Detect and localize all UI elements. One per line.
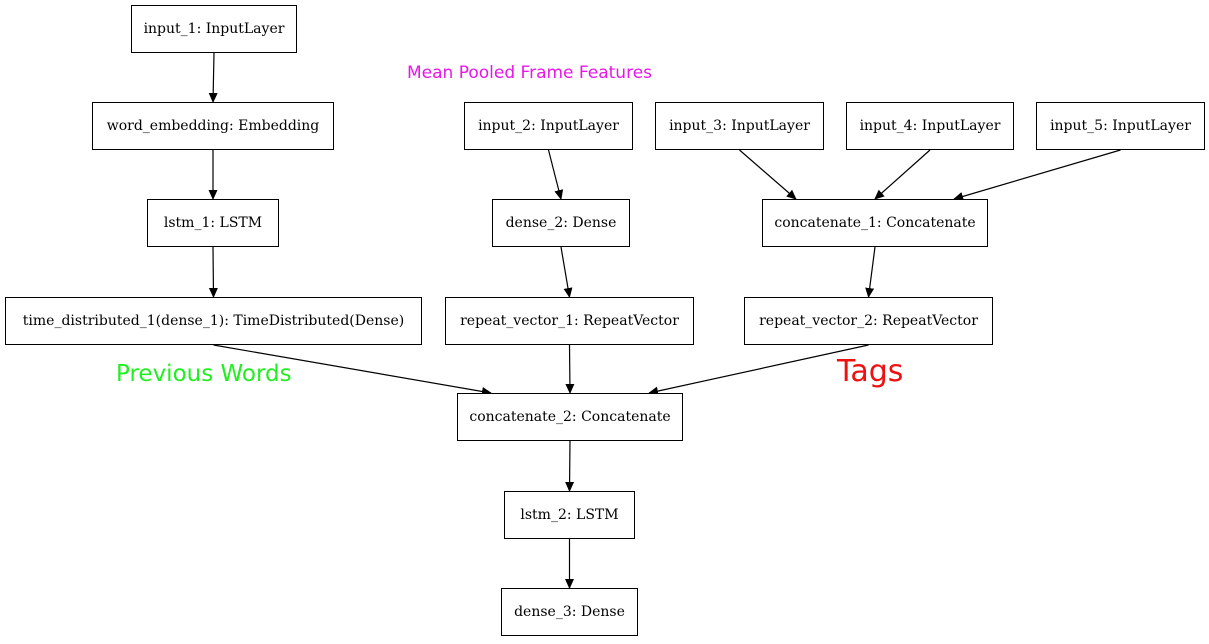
- node-lstm-2: lstm_2: LSTM: [504, 491, 635, 539]
- node-concatenate-2: concatenate_2: Concatenate: [457, 393, 683, 441]
- node-dense-3: dense_3: Dense: [501, 588, 638, 636]
- node-input-1: input_1: InputLayer: [131, 5, 297, 53]
- edge-input-1-to-word-embedding: [208, 52, 218, 103]
- annotation-tags: Tags: [837, 354, 904, 389]
- edge-repeat-vector-2-to-concatenate-2: [648, 344, 869, 396]
- edge-time-distributed-1-to-concatenate-2: [213, 344, 492, 396]
- edge-input-5-to-concatenate-1: [953, 149, 1121, 201]
- annotation-previous-words: Previous Words: [116, 361, 292, 387]
- node-input-4: input_4: InputLayer: [846, 102, 1014, 150]
- node-input-2: input_2: InputLayer: [464, 102, 633, 150]
- edge-repeat-vector-1-to-concatenate-2: [565, 344, 575, 394]
- edge-concatenate-2-to-lstm-2: [565, 440, 575, 492]
- node-repeat-vector-1: repeat_vector_1: RepeatVector: [445, 297, 694, 345]
- edge-input-3-to-concatenate-1: [739, 149, 797, 200]
- node-input-3: input_3: InputLayer: [655, 102, 824, 150]
- node-time-distributed-1: time_distributed_1(dense_1): TimeDistrib…: [5, 297, 422, 345]
- node-concatenate-1: concatenate_1: Concatenate: [762, 199, 988, 247]
- node-dense-2: dense_2: Dense: [492, 199, 630, 247]
- annotation-mean-pooled-frame-features: Mean Pooled Frame Features: [407, 63, 653, 83]
- node-lstm-1: lstm_1: LSTM: [147, 199, 279, 247]
- node-word-embedding: word_embedding: Embedding: [92, 102, 334, 150]
- edge-input-2-to-dense-2: [547, 149, 564, 200]
- edge-concatenate-1-to-repeat-vector-2: [865, 246, 876, 298]
- edge-lstm-1-to-time-distributed-1: [208, 246, 218, 298]
- node-repeat-vector-2: repeat_vector_2: RepeatVector: [744, 297, 993, 345]
- edge-input-4-to-concatenate-1: [874, 149, 931, 200]
- edge-dense-2-to-repeat-vector-1: [560, 246, 573, 298]
- node-input-5: input_5: InputLayer: [1036, 102, 1205, 150]
